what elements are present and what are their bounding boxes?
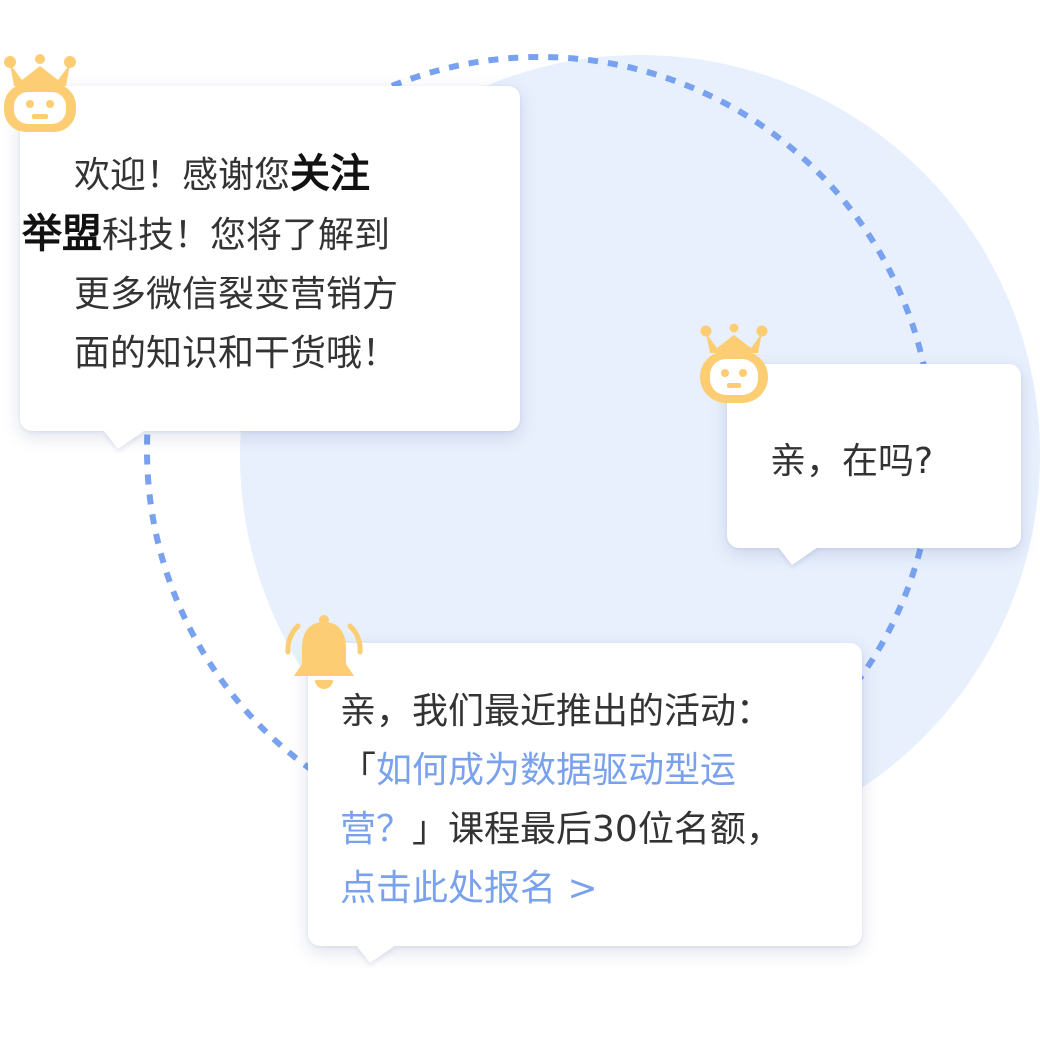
register-link[interactable]: 点击此处报名 > [340,868,598,909]
promo-line-1: 亲，我们最近推出的活动： [340,691,773,732]
promo-line-3: 营？」课程最后30位名额， [340,800,782,859]
welcome-line-4: 面的知识和干货哦！ [74,333,399,374]
promo-line-2: 「如何成为数据驱动型运 [340,741,782,800]
course-title-link[interactable]: 如何成为数据驱动型运 [376,750,737,791]
welcome-chat-bubble [20,86,520,431]
course-title-link-continued[interactable]: 营？ [340,809,413,850]
welcome-line-3: 更多微信裂变营销方 [74,274,399,315]
robot-icon [4,54,76,132]
promo-open-bracket: 「 [340,750,377,791]
promo-line-3-text: 」课程最后30位名额， [412,809,782,850]
welcome-highlight-follow: 关注 [290,151,371,197]
robot-icon [700,323,768,403]
welcome-bubble-tail [104,431,144,449]
bell-icon [285,615,363,689]
welcome-line-2-text: 科技！您将了解到 [102,215,391,256]
promotion-message-text: 亲，我们最近推出的活动： 「如何成为数据驱动型运 营？」课程最后30位名额， 点… [340,682,782,918]
welcome-highlight-brand: 举盟 [22,211,102,257]
welcome-line-2: 举盟科技！您将了解到 [22,205,398,265]
promotion-bubble-tail [356,945,396,963]
welcome-line-1: 欢迎！感谢您关注 [74,145,398,205]
greeting-bubble-tail [778,547,818,565]
greeting-message-text: 亲，在吗? [770,441,934,482]
greeting-chat-bubble [727,364,1021,548]
promotion-chat-bubble [308,643,862,946]
welcome-message-text: 欢迎！感谢您关注 举盟科技！您将了解到 更多微信裂变营销方 面的知识和干货哦！ [22,145,399,383]
welcome-line-1-text: 欢迎！感谢您 [74,155,291,196]
